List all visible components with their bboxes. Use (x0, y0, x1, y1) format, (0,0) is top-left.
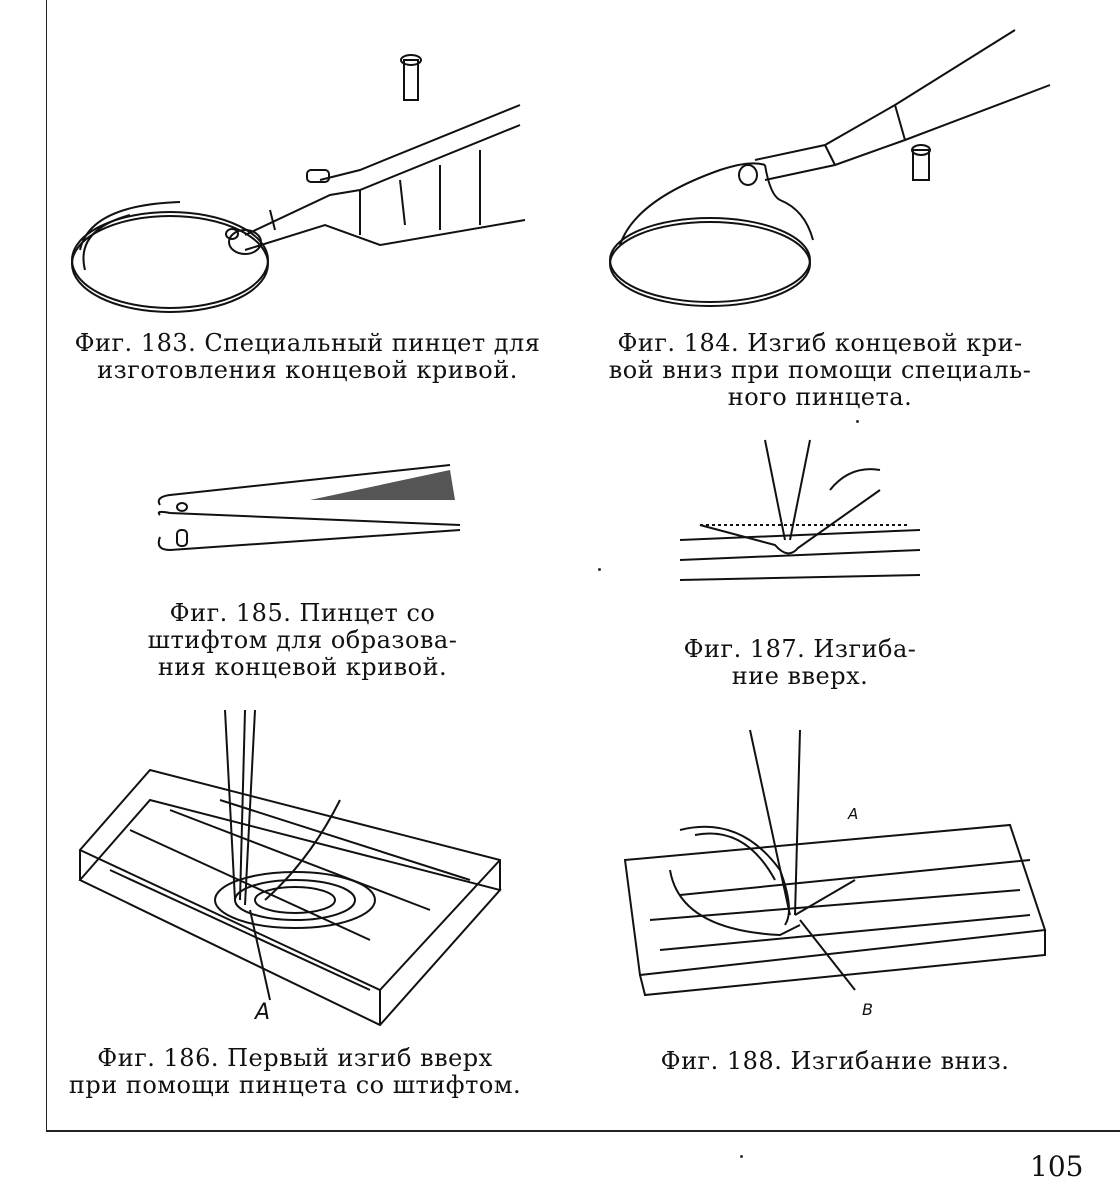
figure-184-caption: Фиг. 184. Изгиб концевой кри- вой вниз п… (590, 330, 1050, 411)
caption-line: Фиг. 187. Изгиба- (683, 635, 917, 663)
figure-187-caption: Фиг. 187. Изгиба- ние вверх. (680, 636, 920, 690)
caption-line: вой вниз при помощи специаль- (608, 356, 1032, 384)
bending-overcoil-down-illustration (595, 10, 1055, 310)
figure-186-label-a: A (255, 1000, 271, 1025)
caption-line: штифтом для образова- (147, 626, 458, 654)
caption-line: Фиг. 184. Изгиб концевой кри- (617, 329, 1023, 357)
dust-speck (740, 1155, 743, 1158)
page-frame-left-rule (46, 0, 47, 1130)
caption-line: ния концевой кривой. (157, 653, 448, 681)
caption-line: Фиг. 185. Пинцет со (169, 599, 436, 627)
figure-188-label-a: A (848, 805, 859, 823)
caption-line: изготовления концевой кривой. (97, 356, 518, 384)
figure-183-caption: Фиг. 183. Специальный пинцет для изготов… (55, 330, 560, 384)
page-number: 105 (1030, 1150, 1084, 1183)
dust-speck (856, 420, 859, 423)
figure-188-label-b: B (862, 1000, 873, 1019)
first-bend-up-on-board-illustration (70, 700, 520, 1030)
caption-line: Фиг. 183. Специальный пинцет для (74, 329, 541, 357)
page-frame-bottom-rule (46, 1130, 1120, 1132)
special-tweezers-with-hairspring-illustration (60, 20, 550, 320)
caption-line: Фиг. 186. Первый изгиб вверх (97, 1044, 493, 1072)
figure-185-caption: Фиг. 185. Пинцет со штифтом для образова… (130, 600, 475, 681)
bending-up-illustration (680, 430, 920, 600)
caption-line: при помощи пинцета со штифтом. (68, 1071, 522, 1099)
figure-186-caption: Фиг. 186. Первый изгиб вверх при помощи … (60, 1045, 530, 1099)
caption-line: ние вверх. (731, 662, 869, 690)
tweezers-with-pin-illustration (150, 455, 465, 565)
bending-down-on-board-illustration (620, 720, 1050, 1010)
caption-line: Фиг. 188. Изгибание вниз. (660, 1047, 1010, 1075)
figure-188-caption: Фиг. 188. Изгибание вниз. (635, 1048, 1035, 1075)
caption-line: ного пинцета. (727, 383, 913, 411)
dust-speck (598, 568, 601, 571)
